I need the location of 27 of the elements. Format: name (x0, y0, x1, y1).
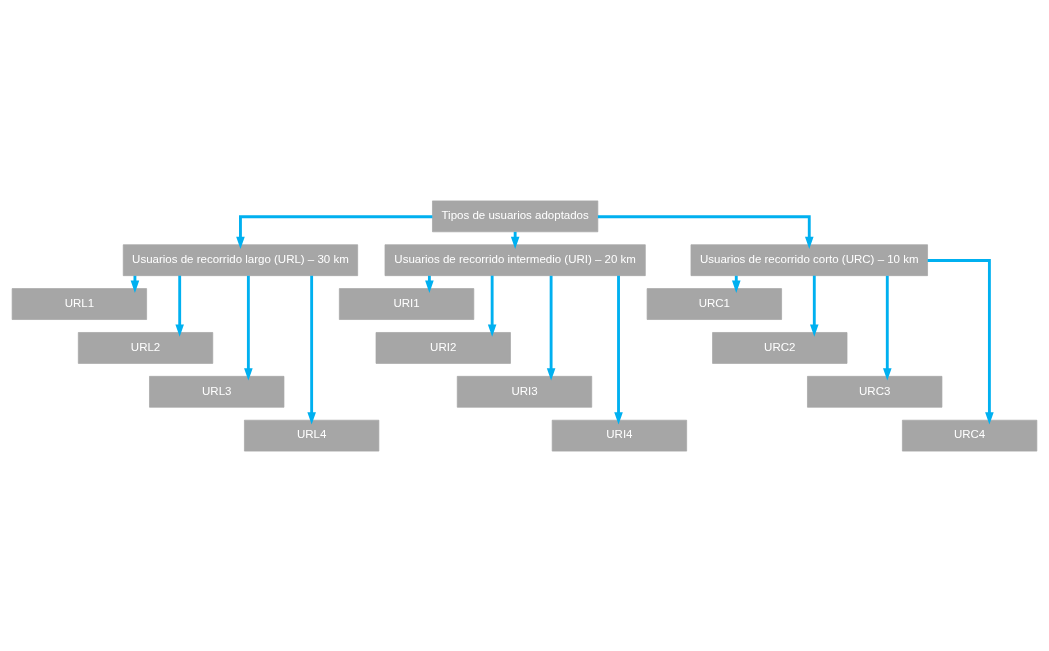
arrow (244, 275, 253, 381)
arrow (307, 275, 316, 424)
arrow (546, 275, 556, 381)
node-box: URC1 (646, 287, 782, 320)
node-box: Tipos de usuarios adoptados (432, 200, 599, 232)
node-box: URI3 (456, 375, 593, 408)
arrow (175, 275, 184, 337)
node-box: URL3 (149, 375, 285, 408)
node-box: URI4 (551, 419, 687, 451)
node-box: URC4 (902, 419, 1038, 451)
node-box: Usuarios de recorrido largo (URL) – 30 km (122, 243, 359, 276)
arrow (883, 275, 892, 381)
arrow (236, 214, 433, 249)
node-box: URL2 (77, 331, 214, 364)
node-box: URL1 (11, 287, 147, 320)
node-box: Usuarios de recorrido intermedio (URI) – 20 km (384, 243, 646, 276)
arrow (614, 275, 623, 424)
arrow (927, 258, 994, 424)
node-box: URC2 (712, 331, 848, 364)
node-box: URL4 (244, 419, 380, 451)
node-box: URI2 (375, 331, 511, 364)
node-box: URC3 (807, 375, 943, 408)
arrow (810, 275, 819, 337)
node-box: Usuarios de recorrido corto (URC) – 10 km (690, 243, 928, 276)
arrow (597, 214, 814, 249)
arrow (487, 275, 497, 337)
node-box: URI1 (338, 287, 475, 320)
